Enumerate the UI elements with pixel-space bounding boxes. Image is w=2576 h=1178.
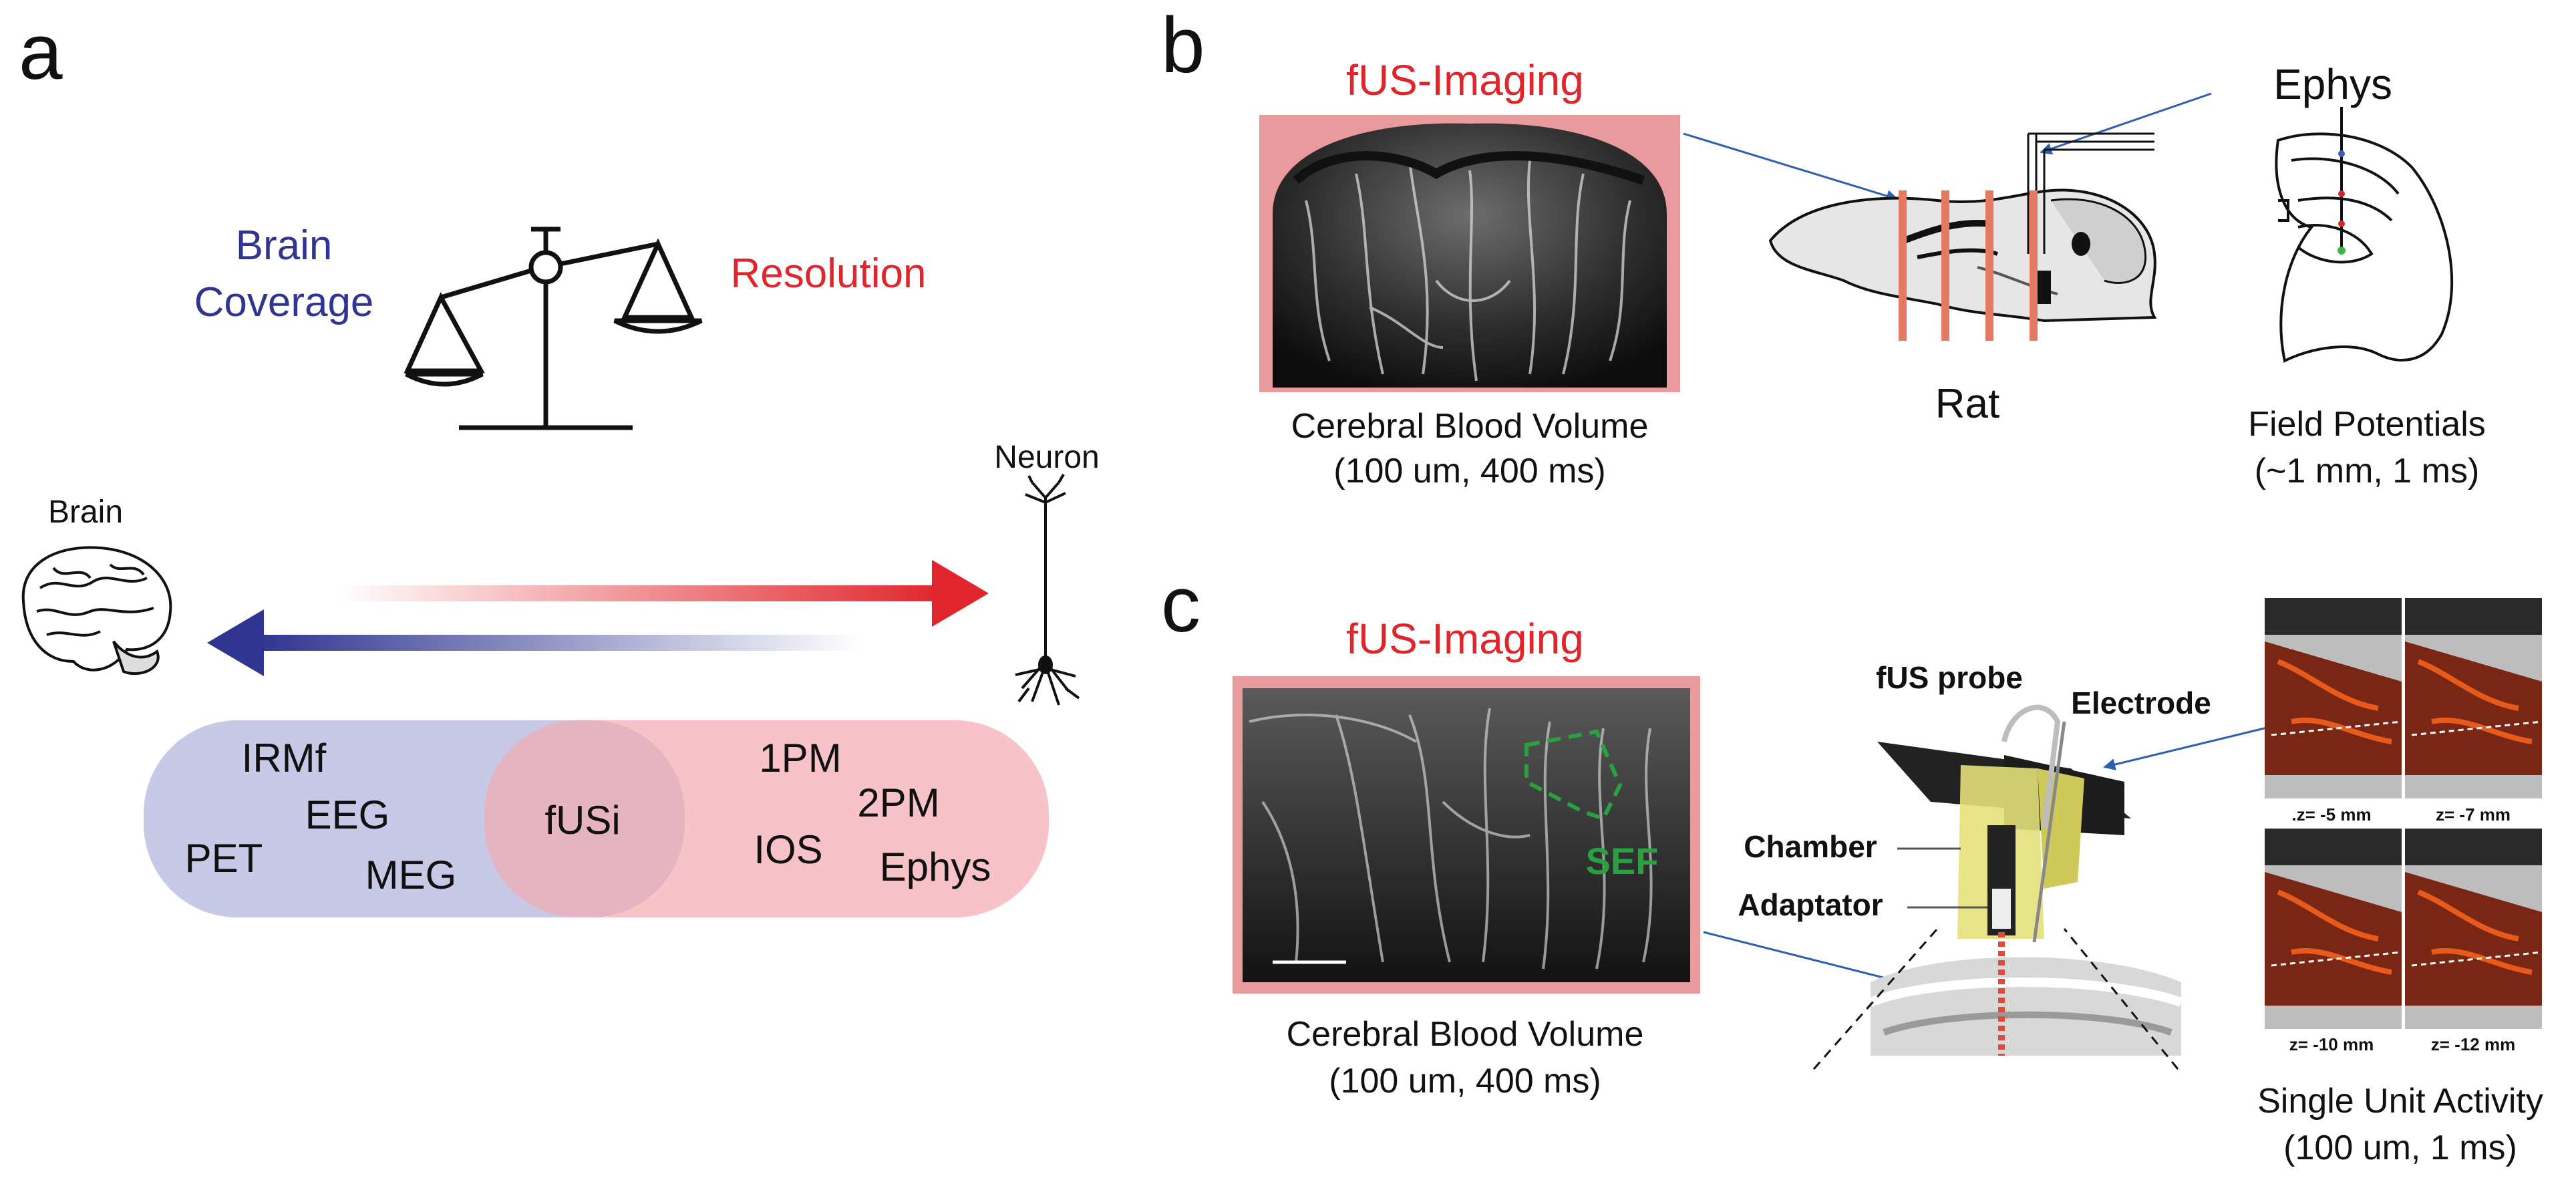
brain-label: Brain: [48, 494, 123, 530]
depth-label-1: .z= -5 mm: [2291, 804, 2371, 825]
depth-label-4: z= -12 mm: [2431, 1034, 2515, 1054]
panel-letter-a: a: [19, 8, 63, 96]
field-potentials-line2: (~1 mm, 1 ms): [2255, 452, 2480, 490]
panel-b-caption-line1: Cerebral Blood Volume: [1291, 407, 1649, 446]
method-2pm: 2PM: [857, 780, 939, 825]
adaptator-label: Adaptator: [1738, 887, 1883, 922]
brain-coverage-label-line1: Brain: [236, 223, 333, 269]
coverage-arrow: [207, 609, 862, 676]
single-unit-line1: Single Unit Activity: [2257, 1082, 2543, 1121]
method-1pm: 1PM: [759, 736, 841, 780]
resolution-arrow: [337, 560, 989, 627]
method-ios: IOS: [754, 827, 822, 872]
single-unit-line2: (100 um, 1 ms): [2283, 1129, 2517, 1167]
panel-b: b fUS-Imaging Cerebral Blood Volume (100…: [1161, 1, 2486, 490]
panel-b-title: fUS-Imaging: [1346, 56, 1584, 104]
fus-image-coronal: [1259, 115, 1680, 392]
panel-letter-b: b: [1161, 1, 1205, 90]
balance-scale-icon: [404, 227, 703, 430]
chamber-label: Chamber: [1744, 829, 1877, 864]
sef-label: SEF: [1586, 840, 1659, 882]
depth-map-1: [2265, 598, 2402, 798]
depth-label-2: z= -7 mm: [2436, 804, 2511, 825]
depth-label-3: z= -10 mm: [2289, 1034, 2374, 1054]
resolution-methods-region: [484, 720, 1049, 917]
panel-c: c fUS-Imaging SEF Cerebral Blood Volume …: [1161, 561, 2543, 1167]
panel-c-caption-line1: Cerebral Blood Volume: [1287, 1015, 1644, 1054]
method-irmf: IRMf: [242, 736, 327, 780]
depth-map-4: [2405, 829, 2543, 1029]
brain-icon: [21, 546, 172, 676]
depth-map-3: [2265, 829, 2402, 1029]
connector-arrow-electrode-to-maps: [2103, 724, 2279, 770]
probe-chamber-illustration: [1812, 704, 2183, 1070]
method-fusi: fUSi: [544, 798, 620, 843]
panel-c-title: fUS-Imaging: [1346, 615, 1584, 663]
fus-image-monkey: [1233, 676, 1700, 994]
resolution-label: Resolution: [731, 251, 927, 297]
method-eeg: EEG: [305, 792, 390, 837]
rat-brain-sagittal: [1768, 132, 2157, 341]
panel-c-caption-line2: (100 um, 400 ms): [1329, 1062, 1601, 1100]
neuron-icon: [1015, 473, 1080, 706]
connector-arrow-ephys-to-rat: [2040, 92, 2212, 155]
neuron-label: Neuron: [994, 440, 1099, 475]
depth-map-2: [2405, 598, 2543, 798]
panel-letter-c: c: [1161, 561, 1200, 649]
brain-coverage-label-line2: Coverage: [194, 279, 374, 325]
method-ephys: Ephys: [880, 845, 991, 889]
panel-b-caption-line2: (100 um, 400 ms): [1333, 452, 1606, 490]
field-potentials-line1: Field Potentials: [2248, 405, 2486, 444]
coronal-section-drawing: [2275, 107, 2454, 363]
method-meg: MEG: [365, 853, 457, 897]
panel-a: a Brain Coverage Resolution Brain Neuron: [19, 8, 1100, 917]
rat-label: Rat: [1935, 381, 1999, 427]
connector-arrow-fus-to-rat: [1683, 132, 1899, 202]
method-pet: PET: [185, 836, 263, 881]
ephys-label: Ephys: [2273, 60, 2392, 108]
electrode-label: Electrode: [2071, 686, 2211, 720]
fus-probe-label: fUS probe: [1876, 660, 2023, 695]
